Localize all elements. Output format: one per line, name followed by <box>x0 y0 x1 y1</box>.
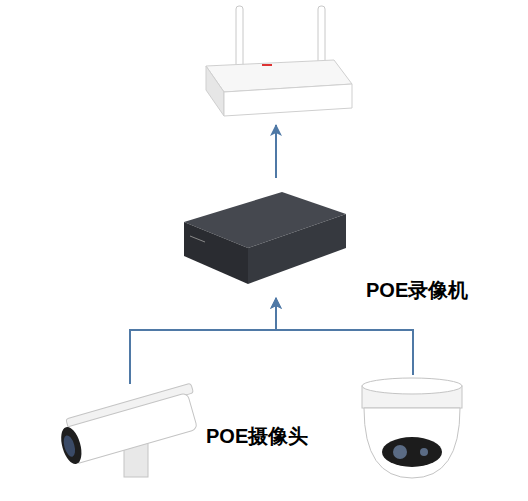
router-illustration <box>206 6 352 116</box>
device-label: POE摄像头 <box>206 424 308 448</box>
nvr-box: POE录像机 <box>196 180 356 295</box>
connector-arrow <box>130 298 276 384</box>
bullet-camera-illustration <box>55 383 212 497</box>
connector-arrow <box>276 298 413 375</box>
router-box <box>198 40 354 122</box>
dome-camera-box <box>357 376 469 482</box>
nvr-illustration <box>184 192 346 284</box>
bullet-camera-box <box>55 385 205 480</box>
connector-arrow <box>275 125 277 178</box>
device-label: POE录像机 <box>366 278 468 302</box>
dome-camera-illustration <box>362 378 462 478</box>
